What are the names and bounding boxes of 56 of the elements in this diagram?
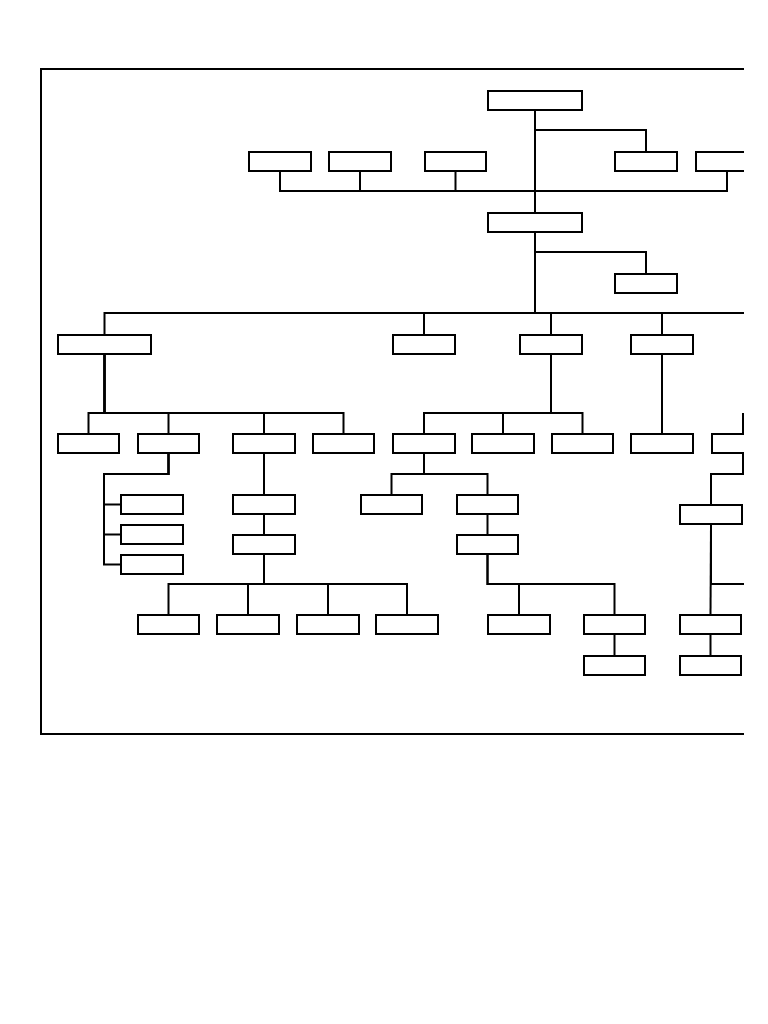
connector-line xyxy=(486,514,489,535)
org-chart-box xyxy=(583,614,646,635)
org-chart-box xyxy=(120,524,184,545)
org-chart-box xyxy=(695,151,744,172)
org-chart-box xyxy=(583,655,646,676)
org-chart-box xyxy=(614,273,678,294)
connector-line xyxy=(550,354,584,434)
org-chart-box xyxy=(312,433,375,454)
org-chart-box xyxy=(471,433,535,454)
connector-line xyxy=(613,634,616,656)
org-chart-box xyxy=(630,433,694,454)
org-chart-box xyxy=(57,433,120,454)
connector-line xyxy=(534,110,536,213)
connector-line xyxy=(709,634,712,656)
org-chart-box xyxy=(57,334,152,355)
org-chart-box xyxy=(487,90,583,111)
org-chart-box xyxy=(232,433,296,454)
connector-line xyxy=(423,453,489,495)
org-chart-box xyxy=(630,334,694,355)
org-chart-box xyxy=(519,334,583,355)
org-chart-box xyxy=(487,614,551,635)
connector-line xyxy=(263,554,408,615)
org-chart-box xyxy=(137,614,200,635)
org-chart-box xyxy=(711,433,744,454)
org-chart-box xyxy=(424,151,487,172)
org-chart-box xyxy=(456,534,519,555)
connector-line xyxy=(661,354,663,434)
connector-line xyxy=(103,453,170,566)
org-chart-box xyxy=(679,614,742,635)
connector-line xyxy=(710,524,744,585)
org-chart-box xyxy=(232,494,296,515)
org-chart-box xyxy=(679,655,742,676)
org-chart-box xyxy=(614,151,678,172)
org-chart-box xyxy=(375,614,439,635)
org-chart-box xyxy=(392,433,456,454)
org-chart-box xyxy=(216,614,280,635)
connector-line xyxy=(103,354,345,434)
connector-line xyxy=(742,412,744,434)
org-chart-box xyxy=(137,433,200,454)
org-chart-box xyxy=(487,212,583,233)
org-chart-box xyxy=(232,534,296,555)
org-chart-box xyxy=(392,334,456,355)
org-chart-box xyxy=(551,433,614,454)
connector-line xyxy=(534,232,744,314)
org-chart-box xyxy=(120,554,184,575)
org-chart-box xyxy=(120,494,184,515)
connector-line xyxy=(263,453,265,495)
org-chart-box xyxy=(679,504,743,525)
connector-line xyxy=(710,453,744,505)
org-chart-box xyxy=(328,151,392,172)
org-chart-box xyxy=(296,614,360,635)
connector-line xyxy=(486,554,616,615)
org-chart-box xyxy=(456,494,519,515)
org-chart-box xyxy=(248,151,312,172)
org-chart-box xyxy=(360,494,423,515)
connector-line xyxy=(263,514,265,535)
